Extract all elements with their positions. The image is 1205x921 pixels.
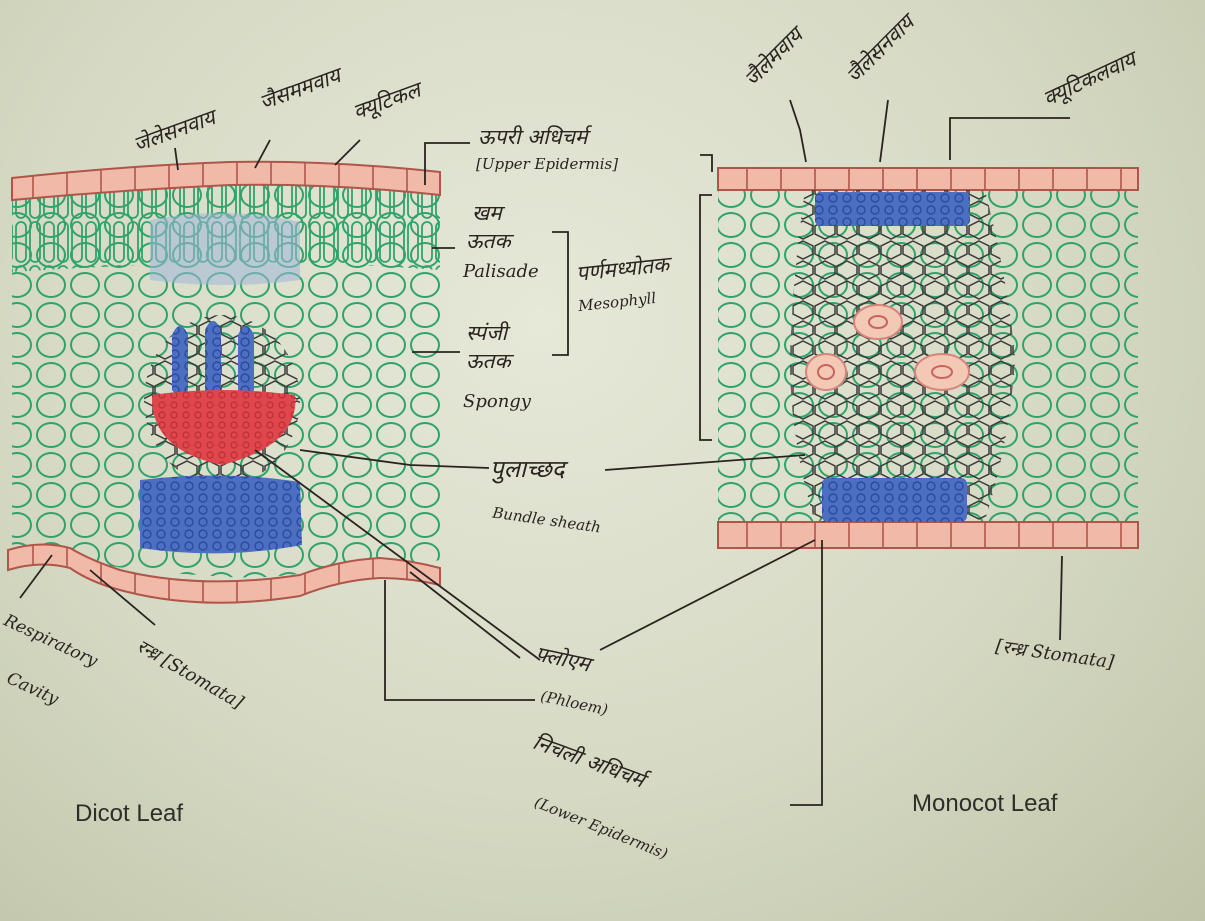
dicot-xylem-lower (140, 475, 302, 553)
label-bundle-sheath-hi: पुलाच्छद (490, 456, 565, 482)
dicot-xylem-upper (172, 321, 254, 396)
monocot-leaf-section (718, 168, 1138, 548)
title-dicot-leaf: Dicot Leaf (75, 800, 183, 828)
monocot-upper-epidermis (718, 168, 1138, 190)
label-spongy-hi-2: ऊतक (466, 350, 511, 373)
label-spongy-en: Spongy (463, 392, 531, 412)
monocot-lower-epidermis (718, 522, 1138, 548)
monocot-xylem-bottom (822, 478, 967, 522)
title-monocot-leaf: Monocot Leaf (912, 790, 1057, 818)
label-spongy-hi-1: स्पंजी (466, 322, 507, 345)
label-palisade-hi-1: खम (472, 202, 502, 225)
label-palisade-en: Palisade (463, 262, 539, 282)
label-upper-epidermis-hi: ऊपरी अधिचर्म (478, 126, 587, 149)
label-upper-epidermis-en: [Upper Epidermis] (476, 156, 618, 173)
label-palisade-hi-2: ऊतक (466, 230, 511, 253)
monocot-xylem-top (815, 192, 970, 226)
dicot-upper-xylem-cloud (150, 213, 300, 285)
dicot-leaf-section (8, 162, 440, 603)
